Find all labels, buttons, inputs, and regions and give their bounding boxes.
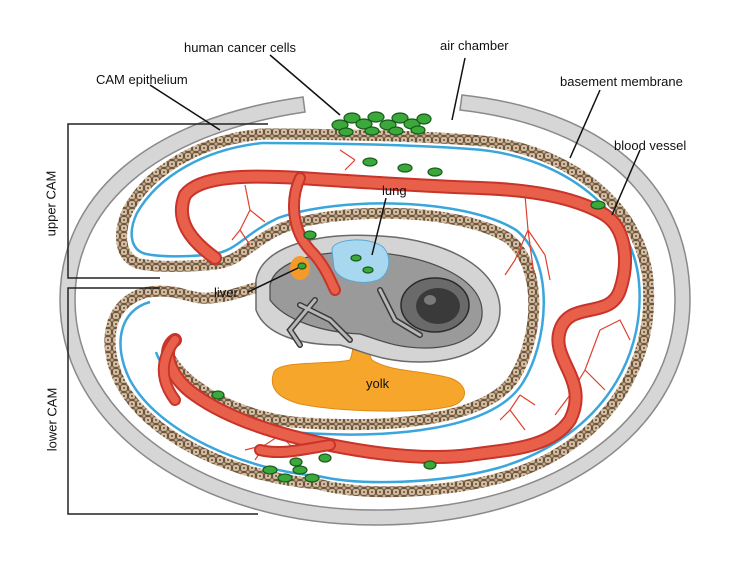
- cam-brackets: [67, 123, 268, 515]
- basement-membrane: [119, 141, 641, 484]
- label-human-cancer-cells: human cancer cells: [184, 40, 296, 55]
- label-air-chamber: air chamber: [440, 38, 509, 53]
- cancer-cells: [211, 111, 606, 483]
- label-upper-cam: upper CAM: [43, 170, 59, 237]
- egg-shell: [59, 94, 691, 526]
- label-yolk: yolk: [366, 376, 390, 391]
- yolk-sac: [271, 299, 465, 412]
- leader-lines: [149, 54, 641, 293]
- label-blood-vessel: blood vessel: [614, 138, 687, 153]
- lung-organ: [331, 239, 390, 283]
- cam-epithelium: [104, 128, 655, 498]
- label-lung: lung: [382, 183, 407, 198]
- label-liver: liver: [214, 285, 238, 300]
- label-lower-cam: lower CAM: [44, 387, 60, 452]
- label-basement-membrane: basement membrane: [560, 74, 683, 89]
- blood-vessels: [157, 169, 632, 464]
- label-cam-epithelium: CAM epithelium: [96, 72, 188, 87]
